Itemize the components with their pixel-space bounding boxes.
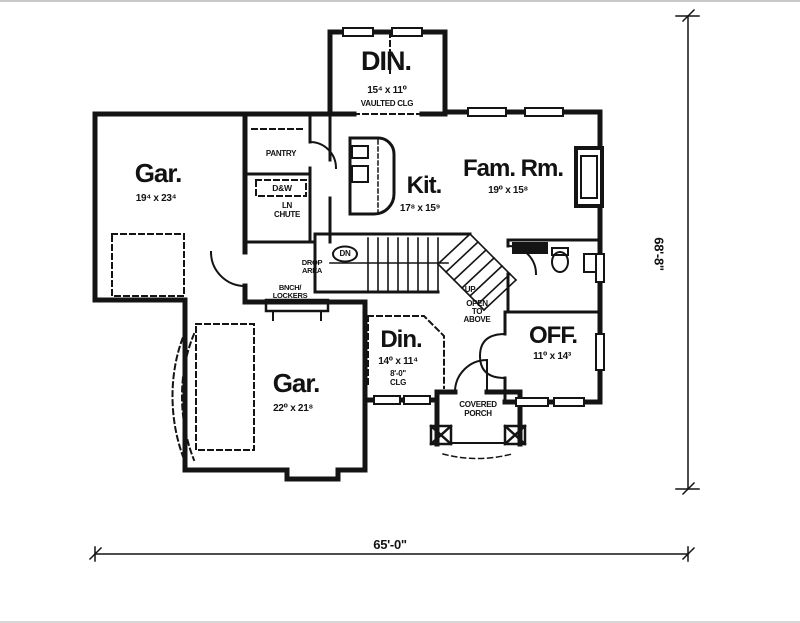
- overall-width-dimension: 65'-0": [373, 537, 407, 552]
- room-label-side-garage: Gar.: [134, 158, 183, 188]
- porch-posts: [429, 424, 527, 446]
- room-ceiling-height-dinette: 8'-0": [390, 369, 406, 378]
- kitchen-island: [348, 136, 396, 216]
- bench-lockers-label-line2: LOCKERS: [272, 291, 308, 300]
- room-label-formal-dining: DIN.: [361, 46, 412, 76]
- bench-lockers-label-line1: BNCH/: [278, 283, 302, 292]
- chute-label-line1: LN: [281, 201, 293, 210]
- room-label-dinette: Din.: [380, 326, 422, 353]
- room-ceiling-suffix-dinette: CLG: [390, 378, 406, 387]
- washer-dryer-label: D&W: [272, 183, 292, 193]
- open-to-above-label-line1: OPEN: [466, 299, 488, 308]
- room-ceiling-formal-dining: VAULTED CLG: [360, 99, 414, 108]
- room-dims-family-room: 19⁰ x 15⁸: [488, 185, 528, 196]
- pantry-label: PANTRY: [265, 149, 297, 158]
- windows: [342, 27, 605, 407]
- room-label-covered-porch-line2: PORCH: [464, 409, 492, 418]
- powder-room: [506, 242, 598, 276]
- stairs-up-label: UP: [464, 285, 476, 294]
- open-to-above-label-line2: TO: [471, 307, 483, 316]
- room-dims-side-garage: 19⁴ x 23⁴: [135, 193, 177, 204]
- stairs: [329, 232, 518, 312]
- overall-depth-dimension: 68'-8": [651, 237, 667, 271]
- stairs-down-label: DN: [339, 249, 351, 258]
- room-label-kitchen: Kit.: [406, 172, 443, 199]
- exterior-walls: [92, 29, 603, 482]
- dashed-lines: [111, 31, 513, 466]
- room-label-rear-garage: Gar.: [272, 368, 321, 398]
- chute-label-line2: CHUTE: [273, 210, 301, 219]
- drop-area-label-line2: AREA: [301, 266, 323, 275]
- room-dims-kitchen: 17⁸ x 15⁹: [399, 203, 441, 214]
- open-to-above-label-line3: ABOVE: [463, 315, 491, 324]
- doors: [209, 140, 507, 394]
- room-label-office: OFF.: [529, 322, 578, 349]
- room-label-covered-porch-line1: COVERED: [459, 400, 497, 409]
- room-dims-dinette: 14⁰ x 11⁴: [378, 356, 418, 367]
- fireplace: [574, 146, 604, 208]
- bench-lockers: [264, 298, 330, 321]
- room-label-family-room: Fam. Rm.: [462, 155, 564, 182]
- dimension-lines: [88, 8, 700, 562]
- room-dims-formal-dining: 15⁴ x 11⁰: [367, 85, 407, 96]
- drop-area-label-line1: DROP: [301, 258, 323, 267]
- room-dims-rear-garage: 22⁰ x 21⁸: [273, 403, 313, 414]
- room-dims-office: 11⁰ x 14³: [533, 351, 571, 362]
- interior-walls: [243, 112, 602, 404]
- stairs-down-oval: [332, 245, 358, 263]
